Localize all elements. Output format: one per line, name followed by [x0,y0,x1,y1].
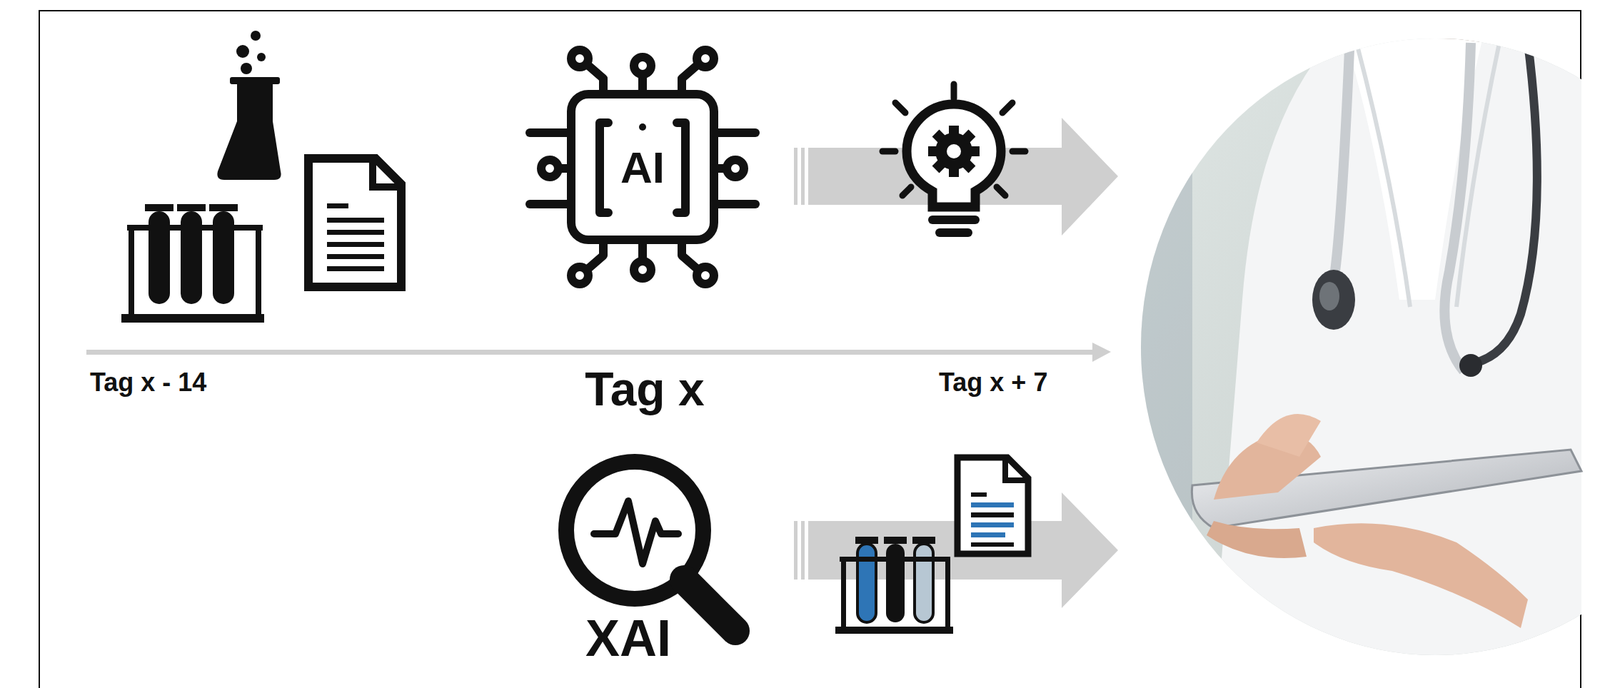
timeline-end-label: Tag x + 7 [938,369,1048,396]
timeline-current-label: Tag x [584,365,704,413]
chip-label: AI [620,145,665,190]
xai-label: XAI [585,612,672,664]
timeline-start-label: Tag x - 14 [89,369,207,396]
